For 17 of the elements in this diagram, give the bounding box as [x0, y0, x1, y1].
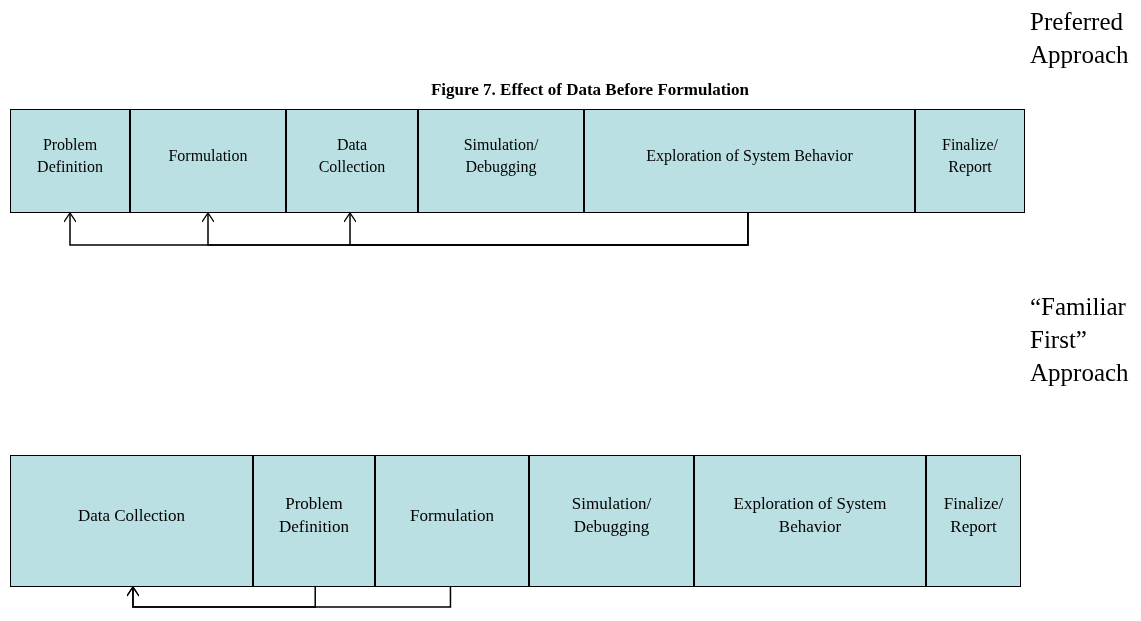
process-box: Simulation/ Debugging [529, 455, 694, 587]
process-box: Data Collection [286, 109, 418, 213]
process-box: Problem Definition [10, 109, 130, 213]
process-box: Finalize/ Report [915, 109, 1025, 213]
approach-label: Preferred Approach [1030, 7, 1130, 70]
arrow [343, 212, 749, 246]
arrow [126, 586, 452, 608]
process-box: Formulation [130, 109, 286, 213]
process-box: Exploration of System Behavior [694, 455, 926, 587]
figure-title: Figure 7. Effect of Data Before Formulation [429, 80, 750, 100]
approach-label: “Familiar First” Approach [1030, 292, 1130, 388]
process-box: Exploration of System Behavior [584, 109, 915, 213]
process-box: Formulation [375, 455, 529, 587]
process-box: Finalize/ Report [926, 455, 1021, 587]
process-box: Problem Definition [253, 455, 375, 587]
process-box: Data Collection [10, 455, 253, 587]
process-box: Simulation/ Debugging [418, 109, 584, 213]
